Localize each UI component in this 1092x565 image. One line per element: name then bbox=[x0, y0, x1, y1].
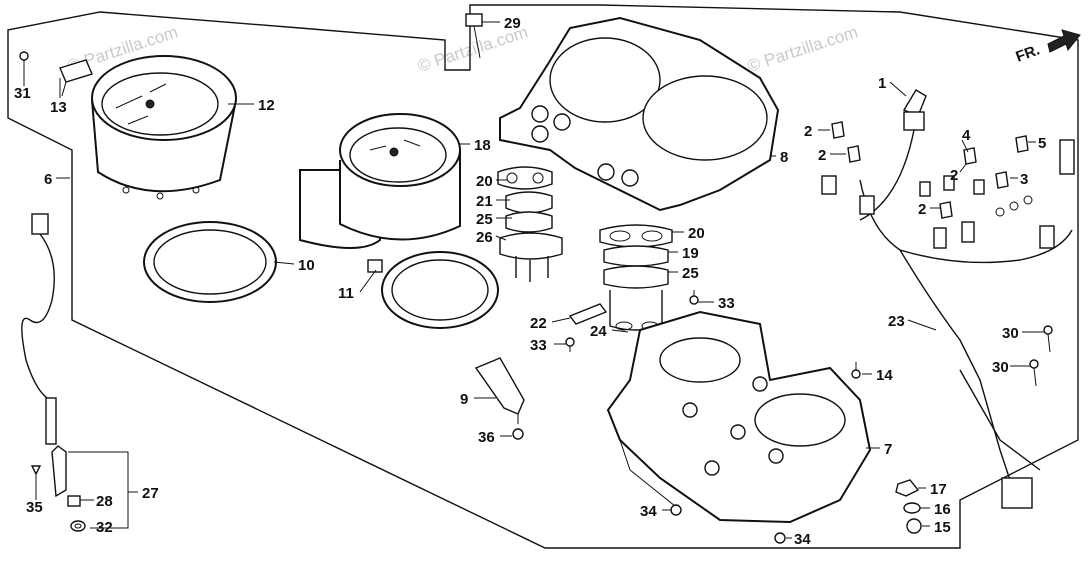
gear-28 bbox=[67, 495, 81, 507]
callout-2: 2 bbox=[950, 167, 958, 184]
screw-30b bbox=[1029, 359, 1039, 387]
screw-34b bbox=[774, 532, 786, 544]
callout-28: 28 bbox=[96, 493, 113, 510]
screw-35 bbox=[30, 465, 42, 486]
callout-11: 11 bbox=[338, 285, 354, 302]
bracket-9 bbox=[474, 357, 525, 415]
callout-8: 8 bbox=[780, 149, 788, 166]
callout-23: 23 bbox=[888, 313, 905, 330]
tachometer-bulb-socket bbox=[59, 59, 93, 97]
callout-21: 21 bbox=[476, 193, 493, 210]
callout-27: 27 bbox=[142, 485, 159, 502]
screw-34a bbox=[670, 504, 682, 516]
callout-7: 7 bbox=[884, 441, 892, 458]
wire-harness bbox=[821, 89, 1075, 509]
callout-1: 1 bbox=[878, 75, 886, 92]
left-indicator-stack bbox=[497, 166, 563, 282]
screw-36 bbox=[512, 414, 524, 440]
callout-20: 20 bbox=[476, 173, 493, 190]
callout-26: 26 bbox=[476, 229, 493, 246]
callout-15: 15 bbox=[934, 519, 951, 536]
screw-33b bbox=[565, 337, 575, 352]
screw-33a bbox=[689, 290, 699, 305]
callout-34: 34 bbox=[640, 503, 657, 520]
svg-text:FR.: FR. bbox=[1014, 42, 1043, 66]
screw-31 bbox=[19, 51, 29, 76]
callout-10: 10 bbox=[298, 257, 315, 274]
callout-18: 18 bbox=[474, 137, 491, 154]
callout-25: 25 bbox=[476, 211, 493, 228]
callouts: 1 2 2 2 2 3 4 5 6 7 8 9 10 11 12 13 14 1… bbox=[14, 15, 1046, 548]
callout-20: 20 bbox=[688, 225, 705, 242]
screw-29 bbox=[465, 13, 483, 59]
callout-17: 17 bbox=[930, 481, 947, 498]
callout-33: 33 bbox=[718, 295, 735, 312]
callout-5: 5 bbox=[1038, 135, 1046, 152]
callout-29: 29 bbox=[504, 15, 521, 32]
callout-3: 3 bbox=[1020, 171, 1028, 188]
callout-22: 22 bbox=[530, 315, 547, 332]
callout-31: 31 bbox=[14, 85, 31, 102]
screw-30a bbox=[1043, 325, 1053, 353]
bulb-3 bbox=[995, 171, 1009, 189]
bulb-2a bbox=[831, 121, 845, 139]
assembly-boundary bbox=[7, 4, 1079, 549]
bulb-socket-22 bbox=[568, 303, 608, 325]
callout-32: 32 bbox=[96, 519, 113, 536]
callout-14: 14 bbox=[876, 367, 893, 384]
callout-4: 4 bbox=[962, 127, 971, 144]
callout-6: 6 bbox=[44, 171, 52, 188]
callout-2: 2 bbox=[804, 123, 812, 140]
speedometer-ring bbox=[367, 251, 499, 329]
tachometer bbox=[91, 55, 237, 200]
callout-2: 2 bbox=[918, 201, 926, 218]
leader-lines bbox=[23, 21, 1044, 539]
callout-9: 9 bbox=[460, 391, 468, 408]
speedometer bbox=[299, 113, 461, 249]
bulb-2b bbox=[847, 145, 861, 163]
callout-24: 24 bbox=[590, 323, 607, 340]
callout-19: 19 bbox=[682, 245, 699, 262]
callout-30: 30 bbox=[1002, 325, 1019, 342]
callout-12: 12 bbox=[258, 97, 275, 114]
nut-15 bbox=[906, 518, 922, 534]
callout-16: 16 bbox=[934, 501, 951, 518]
callout-35: 35 bbox=[26, 499, 43, 516]
callout-2: 2 bbox=[818, 147, 826, 164]
callout-25: 25 bbox=[682, 265, 699, 282]
tachometer-ring bbox=[143, 221, 277, 303]
callout-34: 34 bbox=[794, 531, 811, 548]
screw-14 bbox=[851, 362, 861, 379]
meter-case-lower bbox=[606, 310, 872, 524]
washer-16 bbox=[903, 502, 921, 514]
callout-33: 33 bbox=[530, 337, 547, 354]
washer-32 bbox=[70, 520, 86, 532]
callout-13: 13 bbox=[50, 99, 67, 116]
speedometer-cable bbox=[21, 213, 67, 498]
bulb-2c bbox=[963, 147, 977, 165]
callout-30: 30 bbox=[992, 359, 1009, 376]
nut-17 bbox=[895, 479, 920, 497]
watermark: © Partzilla.com bbox=[745, 22, 860, 75]
meter-panel bbox=[499, 16, 780, 212]
right-indicator-stack bbox=[599, 224, 673, 331]
callout-36: 36 bbox=[478, 429, 495, 446]
bulb-5 bbox=[1015, 135, 1029, 153]
bulb-2d bbox=[939, 201, 953, 219]
